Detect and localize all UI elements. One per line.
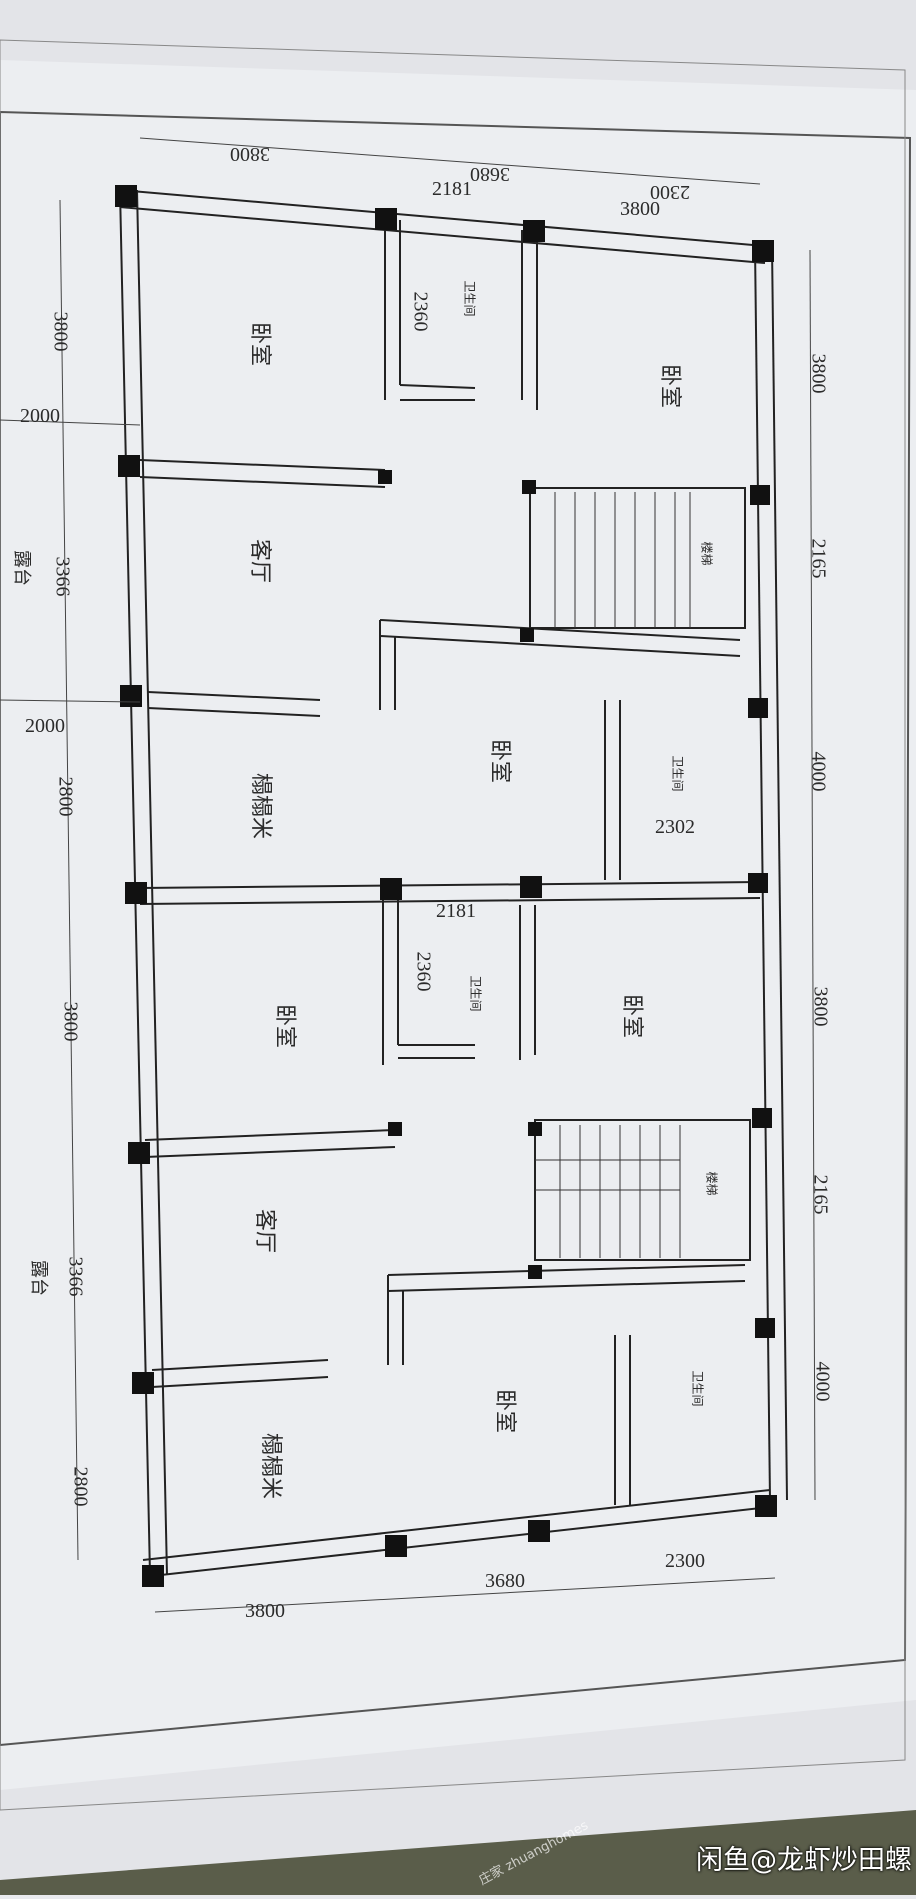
dim-right-4: 3800: [809, 986, 832, 1027]
dim-bottom-2: 3680: [485, 1570, 525, 1592]
dim-top-3: 2181: [432, 178, 472, 200]
app-watermark: 闲鱼@龙虾炒田螺: [696, 1845, 912, 1876]
label-bathroom-4: 卫生间: [690, 1370, 705, 1407]
room-bedroom-4: 卧室: [272, 1003, 298, 1049]
dim-left-7: 3366: [64, 1256, 87, 1297]
label-bathroom-3: 卫生间: [468, 975, 483, 1012]
dim-top-5: 3800: [620, 198, 660, 220]
dim-inner-3: 2181: [436, 900, 476, 922]
label-stairs-1: 楼梯: [699, 541, 714, 566]
room-bedroom-2: 卧室: [657, 363, 683, 409]
dim-left-1: 3800: [49, 311, 72, 352]
room-bedroom-6: 卧室: [492, 1388, 518, 1434]
room-bedroom-3: 卧室: [487, 738, 513, 784]
dim-right-6: 4000: [811, 1361, 834, 1402]
label-terrace-1: 露台: [11, 550, 32, 586]
label-stairs-2: 楼梯: [704, 1171, 719, 1196]
room-bedroom-5: 卧室: [619, 993, 645, 1039]
dim-top-1: 3800: [230, 143, 270, 165]
dim-inner-2: 2302: [655, 816, 695, 838]
dim-inner-1: 2360: [409, 291, 432, 332]
room-living-1: 客厅: [247, 538, 273, 584]
room-living-2: 客厅: [252, 1208, 278, 1254]
room-bedroom-1: 卧室: [247, 321, 273, 367]
dim-inner-4: 2360: [412, 951, 435, 992]
label-bathroom-1: 卫生间: [462, 280, 477, 317]
dim-left-5: 2800: [54, 776, 77, 817]
room-tatami-2: 榻榻米: [258, 1432, 284, 1500]
room-tatami-1: 榻榻米: [248, 772, 274, 840]
dim-bottom-1: 3800: [245, 1600, 285, 1622]
dim-left-3: 3366: [51, 556, 74, 597]
label-bathroom-2: 卫生间: [670, 755, 685, 792]
dim-right-5: 2165: [809, 1174, 832, 1215]
dim-right-1: 3800: [807, 353, 830, 394]
dim-left-4: 2000: [25, 715, 65, 737]
dim-top-2: 3680: [470, 163, 510, 185]
dim-left-6: 3800: [59, 1001, 82, 1042]
dim-right-3: 4000: [807, 751, 830, 792]
label-terrace-2: 露台: [28, 1260, 49, 1296]
dim-bottom-3: 2300: [665, 1550, 705, 1572]
dim-right-2: 2165: [807, 538, 830, 579]
dim-left-2: 2000: [20, 405, 60, 427]
dim-left-8: 2800: [69, 1466, 92, 1507]
